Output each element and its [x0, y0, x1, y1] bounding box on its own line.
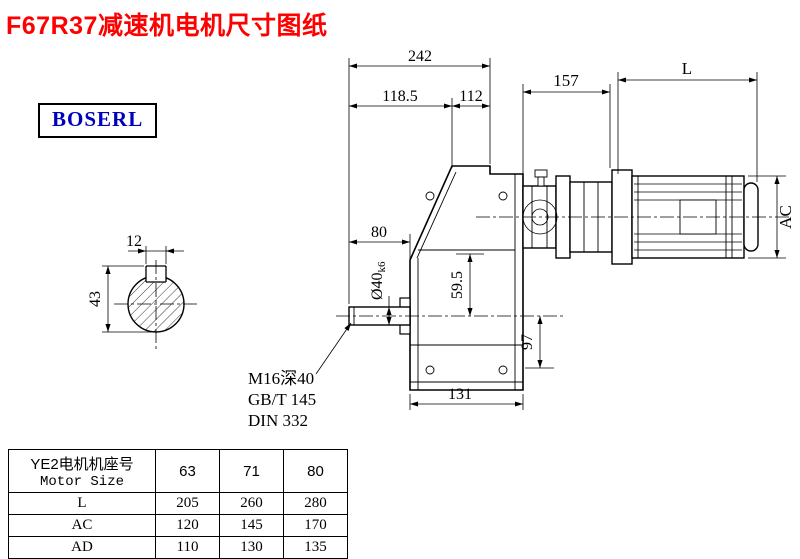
row-label: AD — [8, 536, 156, 559]
dim-157-label: 157 — [553, 71, 579, 90]
dimension-shaft-diameter: Ø40k6 — [369, 261, 392, 325]
frame-size-column-63: 63 — [155, 449, 220, 493]
dim-59-5-label: 59.5 — [449, 271, 466, 299]
dim-AC-label: AC — [776, 205, 795, 229]
dimension-112: 112 — [452, 88, 490, 109]
din-standard-label: DIN 332 — [248, 411, 308, 430]
dimension-59-5: 59.5 — [449, 253, 484, 316]
table-cell: 130 — [219, 536, 284, 559]
bolt-hole-icon — [498, 191, 508, 201]
tap-note-label: M16深40 — [248, 369, 314, 388]
table-cell: 280 — [283, 492, 348, 515]
adapter-bolt — [534, 169, 548, 178]
shaft-diameter-label: Ø40 — [369, 272, 386, 300]
table-cell: 170 — [283, 514, 348, 537]
dimension-157: 157 — [522, 71, 611, 176]
table-cell: 120 — [155, 514, 220, 537]
dimension-97: 97 — [519, 316, 554, 369]
dim-118-5-label: 118.5 — [382, 88, 417, 105]
motor-size-table: YE2电机机座号 Motor Size 63 71 80 L 205 260 2… — [8, 449, 348, 559]
svg-text:Ø40k6: Ø40k6 — [369, 261, 388, 300]
dimension-L: L — [617, 59, 758, 182]
dimension-AC: AC — [748, 175, 795, 259]
header-line2: Motor Size — [39, 473, 124, 490]
shaft-section-view — [127, 265, 185, 333]
table-cell: 205 — [155, 492, 220, 515]
bolt-hole-icon — [425, 191, 435, 201]
row-label: AC — [8, 514, 156, 537]
frame-size-column-80: 80 — [283, 449, 348, 493]
dim-242-label: 242 — [408, 48, 432, 65]
dimension-80: 80 — [349, 224, 411, 262]
page-title: F67R37减速机电机尺寸图纸 — [6, 12, 328, 40]
dim-L-label: L — [682, 59, 692, 78]
shaft-fit-label: k6 — [376, 261, 388, 273]
table-row-AD: AD 110 130 135 — [8, 536, 348, 559]
table-row-L: L 205 260 280 — [8, 492, 348, 515]
row-label: L — [8, 492, 156, 515]
dimension-key-width: 12 — [126, 233, 184, 264]
gearbox-housing — [399, 165, 524, 391]
bolt-hole-icon — [425, 365, 435, 375]
header-line1: YE2电机机座号 — [30, 455, 134, 473]
dim-131-label: 131 — [448, 386, 472, 403]
brand-logo: BOSERL — [38, 103, 158, 138]
table-cell: 135 — [283, 536, 348, 559]
table-header-motor-size: YE2电机机座号 Motor Size — [8, 449, 156, 493]
tap-hole-note: M16深40 GB/T 145 DIN 332 — [248, 322, 352, 430]
centerlines — [114, 216, 792, 350]
dimension-131: 131 — [409, 386, 524, 410]
table-cell: 145 — [219, 514, 284, 537]
adapter-bolt — [537, 176, 545, 187]
bolt-hole-icon — [498, 365, 508, 375]
dim-97-label: 97 — [519, 334, 536, 350]
dimension-key-section: 43 — [87, 265, 154, 333]
input-adapter — [522, 169, 613, 259]
table-row-AC: AC 120 145 170 — [8, 514, 348, 537]
table-header-row: YE2电机机座号 Motor Size 63 71 80 — [8, 449, 348, 493]
dim-12-label: 12 — [126, 233, 142, 250]
dim-43-label: 43 — [87, 291, 104, 307]
dimension-118-5: 118.5 — [349, 88, 453, 168]
table-cell: 110 — [155, 536, 220, 559]
table-cell: 260 — [219, 492, 284, 515]
dim-80-label: 80 — [371, 224, 387, 241]
gb-standard-label: GB/T 145 — [248, 390, 316, 409]
dimension-242: 242 — [348, 48, 491, 304]
frame-size-column-71: 71 — [219, 449, 284, 493]
dim-112-label: 112 — [459, 88, 482, 105]
